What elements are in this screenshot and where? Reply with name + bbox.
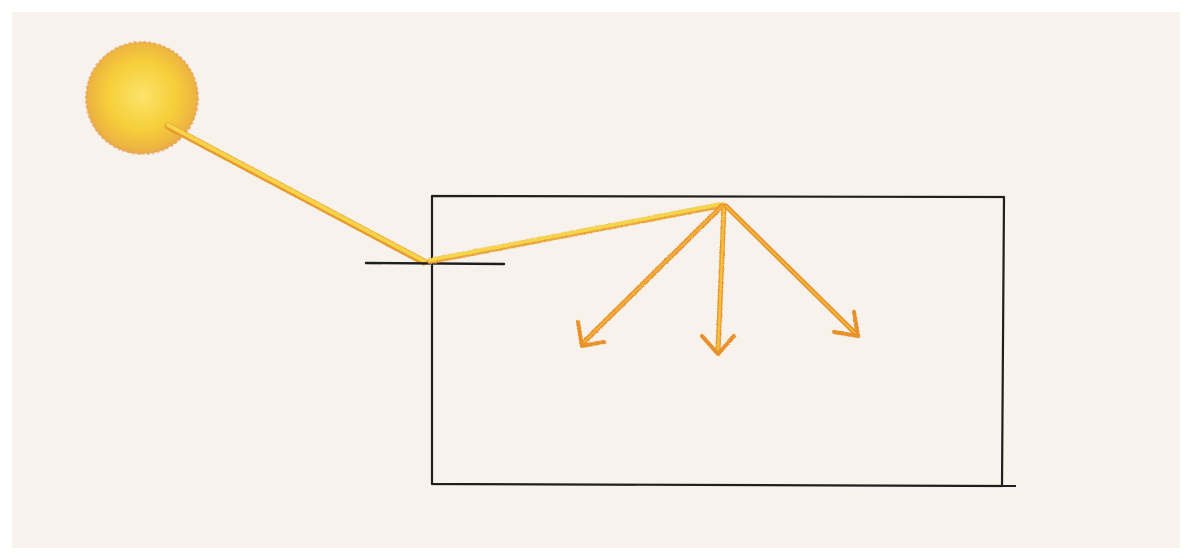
sun-icon — [86, 42, 198, 154]
window-ledge — [366, 263, 504, 264]
